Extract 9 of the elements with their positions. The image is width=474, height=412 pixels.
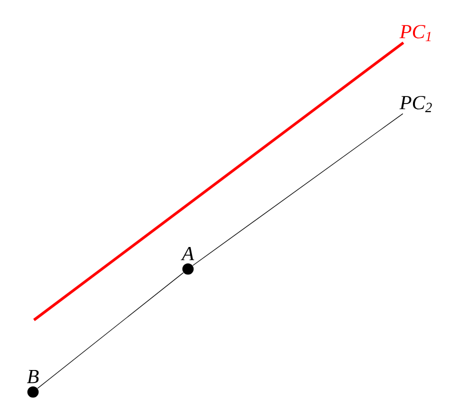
node-label: B bbox=[27, 370, 39, 384]
point: B bbox=[27, 370, 39, 398]
line-label: PC$_{1}$ bbox=[400, 24, 431, 42]
line bbox=[37, 272, 184, 389]
line bbox=[192, 113, 404, 266]
point: A bbox=[180, 246, 194, 275]
thick-line bbox=[33, 42, 404, 322]
node-label: A bbox=[180, 246, 194, 260]
line-label: PC$_{2}$ bbox=[400, 96, 432, 112]
